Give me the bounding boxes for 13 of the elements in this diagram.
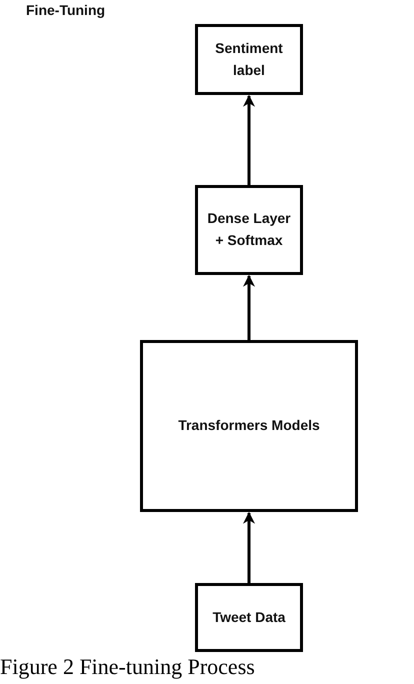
process-box [195,24,303,95]
arrow [243,512,255,583]
process-box [140,340,358,512]
figure-caption: Figure 2 Fine-tuning Process [0,654,255,680]
process-box [195,583,303,652]
box-label: Transformers Models [178,416,320,436]
process-box [195,185,303,275]
diagram-title: Fine-Tuning [26,2,106,18]
box-label: Sentiment label [214,38,284,80]
arrow [243,274,255,340]
box-label: Dense Layer + Softmax [206,209,292,250]
arrow [243,94,255,185]
box-label: Tweet Data [212,608,286,627]
